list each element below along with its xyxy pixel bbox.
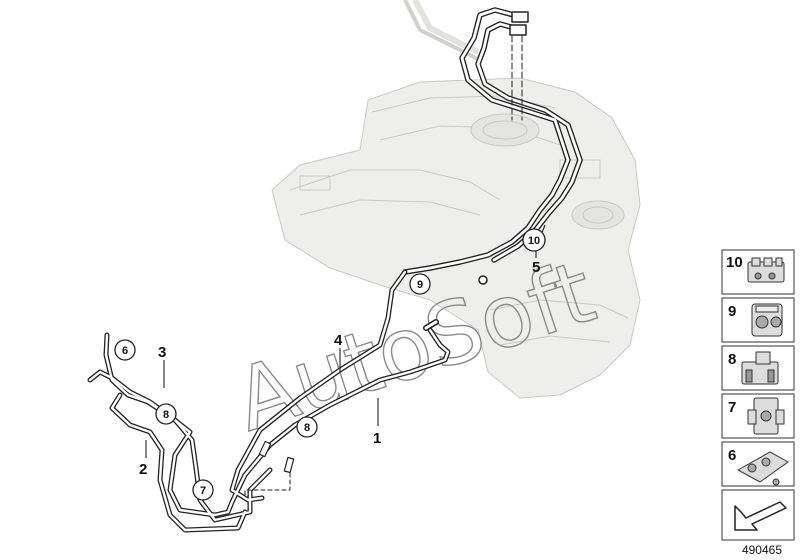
- callout-4: 4: [334, 332, 343, 349]
- clip-9-icon: [751, 303, 783, 337]
- circled-callout-10: 10: [522, 228, 546, 252]
- circled-callout-7: 7: [192, 479, 214, 501]
- callout-2: 2: [139, 461, 147, 478]
- circled-callouts: 6 7 8 8 9 10: [114, 228, 546, 501]
- top-connector: [511, 11, 529, 23]
- svg-text:8: 8: [304, 422, 310, 434]
- clip-10-icon: [747, 257, 785, 283]
- arrow-direction-icon: [734, 501, 787, 531]
- clip-7-icon: [747, 397, 785, 435]
- parts-legend: 10 9 8: [721, 249, 795, 541]
- circled-callout-9: 9: [409, 273, 431, 295]
- legend-number-8: 8: [728, 351, 736, 368]
- legend-item-9: 9: [721, 297, 795, 343]
- svg-text:7: 7: [200, 485, 206, 497]
- legend-number-7: 7: [728, 399, 736, 416]
- svg-text:6: 6: [122, 345, 128, 357]
- clip-8-icon: [741, 351, 779, 385]
- legend-item-8: 8: [721, 345, 795, 391]
- circled-callout-8-left: 8: [155, 403, 177, 425]
- callout-5: 5: [532, 259, 540, 276]
- callouts: 1 2 3 4 5: [139, 259, 540, 478]
- legend-number-10: 10: [726, 254, 743, 271]
- callout-3: 3: [158, 344, 166, 361]
- fuel-lines: [87, 7, 583, 533]
- callout-1: 1: [373, 430, 381, 447]
- circled-callout-6: 6: [114, 339, 136, 361]
- legend-number-6: 6: [728, 447, 736, 464]
- svg-text:10: 10: [528, 235, 540, 247]
- legend-item-6: 6: [721, 441, 795, 487]
- legend-item-7: 7: [721, 393, 795, 439]
- svg-text:9: 9: [417, 279, 423, 291]
- legend-item-arrow: [721, 489, 795, 541]
- legend-number-9: 9: [728, 303, 736, 320]
- svg-text:8: 8: [163, 409, 169, 421]
- legend-item-10: 10: [721, 249, 795, 295]
- diagram-id: 490465: [742, 543, 782, 557]
- clip-6-icon: [736, 451, 789, 486]
- circled-callout-8-right: 8: [296, 416, 318, 438]
